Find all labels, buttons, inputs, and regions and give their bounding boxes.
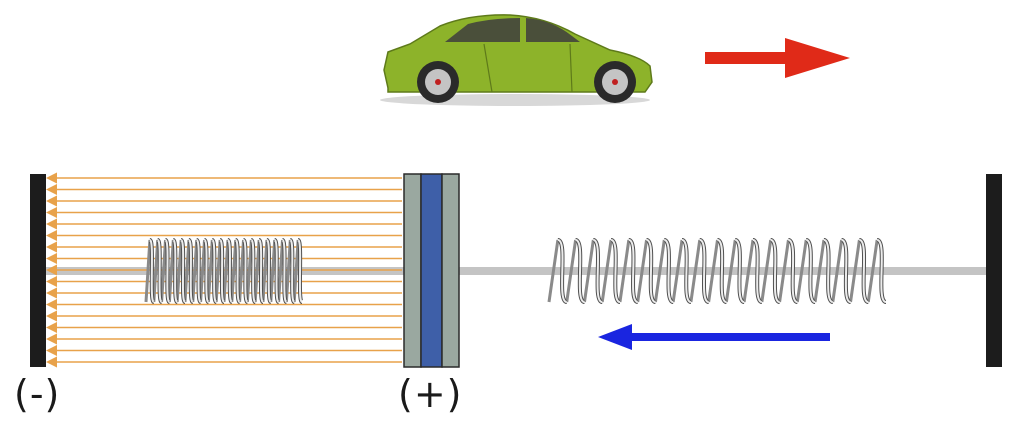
spring-coil-front <box>681 239 692 303</box>
spring-coil-front <box>575 239 586 303</box>
spring-coil-front <box>273 239 280 303</box>
car-icon <box>380 14 653 106</box>
spring-coil-back <box>724 239 737 303</box>
left-wall <box>30 174 46 367</box>
spring-coil-front <box>242 239 249 303</box>
spring-coil-front <box>876 239 887 303</box>
spring-coil-front <box>187 239 194 303</box>
spring-coil-front <box>841 239 852 303</box>
spring-coil-front <box>195 239 202 303</box>
spring-coil-front <box>289 239 296 303</box>
spring-coil-back <box>813 239 826 303</box>
spring-coil-front <box>734 239 745 303</box>
spring-coil-back <box>707 239 719 303</box>
left-spring <box>144 238 304 304</box>
spring-coil-back <box>849 239 861 303</box>
spring-coil-front <box>628 239 639 303</box>
spring-coil-front <box>148 239 155 303</box>
spring-coil-front <box>281 239 288 303</box>
spring-coil-front <box>156 239 163 303</box>
spring-coil-back <box>689 239 702 303</box>
spring-coil-front <box>770 239 781 303</box>
negative-label: (-) <box>14 372 61 416</box>
right-spring <box>547 238 888 304</box>
spring-coil-front <box>663 239 674 303</box>
spring-coil-back <box>600 239 613 303</box>
spring-coil-back <box>653 239 666 303</box>
spring-coil-front <box>265 239 272 303</box>
spring-coil-front <box>646 239 656 303</box>
spring-coil-front <box>219 239 225 303</box>
spring-coil-front <box>258 239 264 303</box>
spring-coil-front <box>297 239 303 303</box>
spring-coil-front <box>234 239 241 303</box>
spring-coil-front <box>180 239 186 303</box>
spring-coil-front <box>164 239 171 303</box>
spring-coil-front <box>557 239 568 303</box>
spring-coil-back <box>582 239 595 303</box>
left-arrow-icon <box>598 324 830 350</box>
spring-coil-back <box>866 239 879 303</box>
spring-coil-front <box>716 239 727 303</box>
spring-coil-front <box>610 239 621 303</box>
spring-coil-front <box>858 239 869 303</box>
spring-coil-back <box>742 239 755 303</box>
spring-coil-front <box>699 239 710 303</box>
spring-coil-front <box>211 239 218 303</box>
spring-coil-front <box>172 239 179 303</box>
positive-label: (+) <box>398 372 463 416</box>
spring-coil-front <box>752 239 763 303</box>
right-wall <box>986 174 1002 367</box>
spring-coil-back <box>671 239 684 303</box>
spring-coil-front <box>203 239 210 303</box>
spring-coil-front <box>787 239 798 303</box>
spring-coil-back <box>795 239 808 303</box>
spring-coil-back <box>547 239 560 303</box>
spring-coil-front <box>823 239 834 303</box>
spring-coil-front <box>592 239 603 303</box>
right-arrow-icon <box>705 38 850 78</box>
spring-coil-front <box>226 239 233 303</box>
spring-coil-back <box>831 239 844 303</box>
spring-coil-back <box>760 239 773 303</box>
spring-coil-back <box>565 239 578 303</box>
capacitor-plate <box>403 173 460 368</box>
spring-coil-back <box>778 239 790 303</box>
spring-coil-back <box>618 239 631 303</box>
spring-coil-back <box>636 239 649 303</box>
spring-coil-front <box>805 239 816 303</box>
spring-coil-front <box>250 239 257 303</box>
